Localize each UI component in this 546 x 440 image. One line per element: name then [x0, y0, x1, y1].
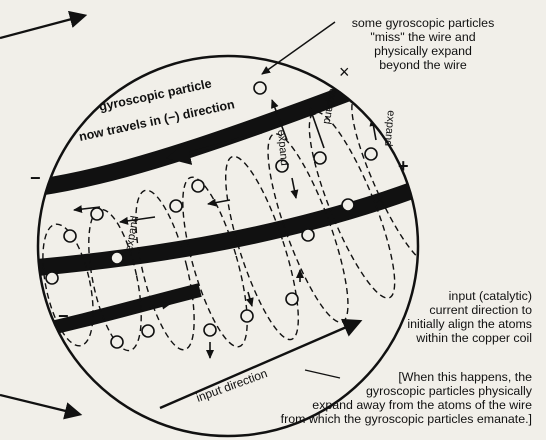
- cross-sign-right: ×: [375, 192, 384, 209]
- lead-wire-bottom: [0, 395, 78, 414]
- minus-sign-bottom: −: [58, 306, 69, 326]
- plus-sign-right: +: [398, 156, 409, 176]
- expand-label-right: expand: [382, 110, 397, 147]
- input-current-note: input (catalytic) current direction to i…: [302, 289, 532, 345]
- minus-sign-left: −: [30, 168, 41, 188]
- copper-wire-lower: [20, 290, 200, 335]
- expansion-explanation-note: [When this happens, the gyroscopic parti…: [232, 370, 532, 426]
- expand-label-center: expand: [275, 129, 290, 166]
- miss-wire-note: some gyroscopic particles "miss" the wir…: [318, 16, 528, 72]
- lead-wire-top: [0, 16, 83, 38]
